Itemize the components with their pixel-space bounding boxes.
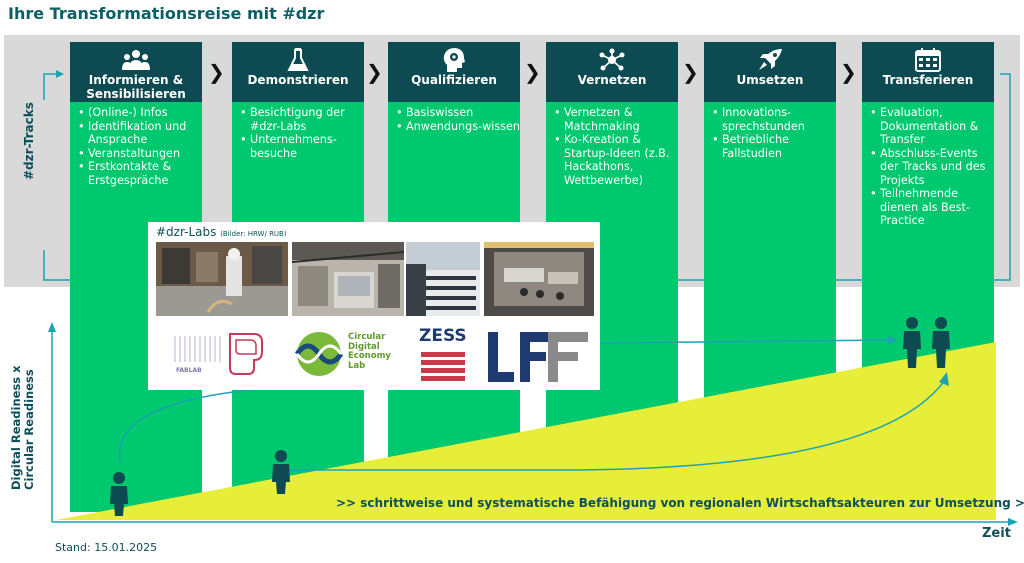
chevron-right-icon: ❯: [366, 60, 383, 84]
zess-logo-text: ZESS: [419, 326, 467, 346]
chevron-right-icon: ❯: [682, 60, 699, 84]
image-credit: (Bilder: HRW/ RUB): [220, 230, 287, 238]
chevron-right-icon: ❯: [524, 60, 541, 84]
progress-arrow: [118, 339, 891, 463]
step-item: Betriebliche Fallstudien: [712, 133, 836, 160]
step-header: Transferieren: [862, 42, 994, 102]
step-item: Abschluss-Events der Tracks und des Proj…: [870, 147, 994, 188]
rocket-icon: [759, 49, 782, 70]
y-axis-label: Digital Readiness x Circular Readiness: [9, 365, 36, 490]
step-item: Identifikation und Ansprache: [78, 120, 202, 147]
tracks-label: #dzr-Tracks: [22, 102, 36, 180]
cdel-logo: [294, 332, 344, 376]
readiness-slope: [56, 342, 996, 520]
building-photo: [406, 242, 480, 316]
lab-photo: [156, 242, 288, 316]
step-item: Innovations-sprechstunden: [712, 106, 836, 133]
step-item: Vernetzen & Matchmaking: [554, 106, 678, 133]
step-title: Vernetzen: [577, 73, 647, 87]
cdel-logo-text: Circular Digital Economy Lab: [348, 332, 391, 371]
tracks-loop-arrow: [43, 73, 1011, 281]
head-gear-icon: [443, 48, 465, 72]
person-icon: [110, 472, 128, 516]
step-item: Erstkontakte & Erstgespräche: [78, 160, 202, 187]
lab-photo: [484, 242, 594, 316]
step-item: Anwendungs-wissen: [396, 120, 520, 134]
slogan: >> schrittweise und systematische Befähi…: [336, 496, 1024, 510]
step-title: Qualifizieren: [411, 73, 497, 87]
chevron-right-icon: ❯: [208, 60, 225, 84]
network-icon: [599, 48, 625, 71]
zess-logo: [421, 352, 465, 381]
flask-icon: [287, 48, 309, 71]
step-title: Transferieren: [882, 73, 974, 87]
chevron-right-icon: ❯: [840, 60, 857, 84]
step-title: Informieren & Sensibilisieren: [86, 73, 186, 101]
step-title: Umsetzen: [736, 73, 804, 87]
fablab-logo-text: FABLAB: [176, 367, 202, 374]
lab-photo: [292, 242, 404, 316]
step-item: (Online-) Infos: [78, 106, 202, 120]
people-icon: [122, 50, 150, 70]
fablab-logo: [174, 333, 263, 375]
progress-arrow: [282, 379, 946, 471]
labs-title: #dzr-Labs (Bilder: HRW/ RUB): [156, 225, 287, 239]
step-header: Qualifizieren: [388, 42, 520, 102]
step-item: Unternehmens-besuche: [240, 133, 364, 160]
step-item: Basiswissen: [396, 106, 520, 120]
person-icon: [903, 317, 921, 368]
lff-logo: [488, 332, 588, 382]
step-item: Teilnehmende dienen als Best-Practice: [870, 187, 994, 228]
step-header: Umsetzen: [704, 42, 836, 102]
step-header: Vernetzen: [546, 42, 678, 102]
step-header: Informieren & Sensibilisieren: [70, 42, 202, 102]
person-icon: [932, 317, 950, 368]
stand-date: Stand: 15.01.2025: [55, 541, 158, 554]
step-title: Demonstrieren: [247, 73, 349, 87]
step-item: Ko-Kreation & Startup-Ideen (z.B. Hackat…: [554, 133, 678, 187]
step-item: Veranstaltungen: [78, 147, 202, 161]
page-title: Ihre Transformationsreise mit #dzr: [8, 4, 325, 23]
step-item: Besichtigung der #dzr-Labs: [240, 106, 364, 133]
person-icon: [272, 450, 290, 494]
step-item: Evaluation, Dokumentation & Transfer: [870, 106, 994, 147]
x-axis-label: Zeit: [982, 526, 1011, 541]
labs-panel: #dzr-Labs (Bilder: HRW/ RUB) FABLAB Ci: [148, 222, 600, 390]
calendar-icon: [915, 48, 941, 72]
step-header: Demonstrieren: [232, 42, 364, 102]
